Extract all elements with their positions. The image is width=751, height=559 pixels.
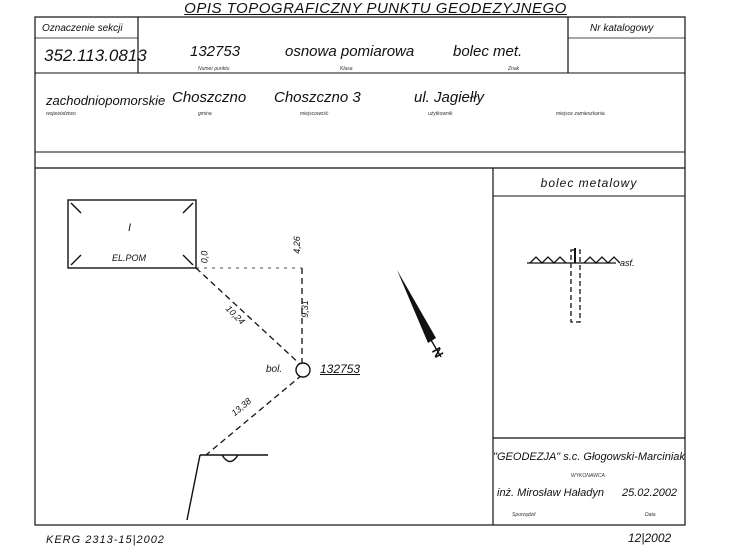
building-floors: I: [128, 222, 132, 234]
point-number: 132753: [190, 43, 241, 60]
author-name: inż. Mirosław Haładyn: [497, 487, 604, 499]
voivodeship-caption: województwo: [46, 111, 76, 117]
point-mark: bolec met.: [453, 43, 523, 60]
document-date: 25.02.2002: [622, 487, 678, 499]
north-arrow-icon: [397, 270, 442, 358]
bolt-diagram-icon: [527, 248, 621, 323]
point-class: osnowa pomiarowa: [285, 43, 415, 60]
user-caption: użytkownik: [428, 111, 453, 117]
point-mark-caption: Znak: [508, 66, 520, 72]
point-number-sketch: 132753: [320, 362, 361, 376]
point-class-caption: Klasa: [340, 66, 353, 72]
section-label: Oznaczenie sekcji: [42, 23, 123, 34]
gmina-value: Choszczno: [172, 89, 247, 106]
point-number-caption: Numer punktu: [198, 66, 230, 72]
building-label: EL.POM: [112, 253, 147, 263]
measure-line-10-24: [195, 267, 303, 367]
registry-stamp: 12|2002: [628, 531, 672, 545]
kerg-stamp: KERG 2313-15|2002: [46, 534, 165, 546]
author-caption: Sporządził: [512, 512, 536, 518]
point-label: bol.: [266, 364, 283, 375]
user-value: ul. Jagiełły: [414, 89, 485, 106]
mark-panel-title: bolec metalowy: [540, 176, 638, 190]
measure-line-13-38: [205, 374, 303, 456]
corner-value: 0,0: [199, 250, 210, 264]
catalog-label: Nr katalogowy: [590, 23, 654, 34]
gmina-caption: gmina: [198, 111, 212, 117]
distance-4-26: 4,26: [291, 236, 302, 254]
building-outline: [67, 199, 197, 269]
form-title: OPIS TOPOGRAFICZNY PUNKTU GEODEZYJNEGO: [184, 0, 567, 17]
section-value: 352.113.0813: [44, 46, 147, 65]
date-caption: Data: [645, 512, 656, 518]
locality-value: Choszczno 3: [274, 89, 361, 106]
locality-caption: miejscowość: [300, 111, 329, 117]
residence-caption: miejsce zamieszkania: [556, 111, 605, 117]
voivodeship-value: zachodniopomorskie: [46, 93, 166, 108]
point-circle: [295, 362, 311, 378]
distance-9-31: 9,31: [299, 300, 310, 318]
surface-label: asf.: [620, 258, 635, 268]
company-name: "GEODEZJA" s.c. Głogowski-Marciniak: [493, 451, 685, 463]
executor-caption: WYKONAWCA: [571, 473, 605, 479]
